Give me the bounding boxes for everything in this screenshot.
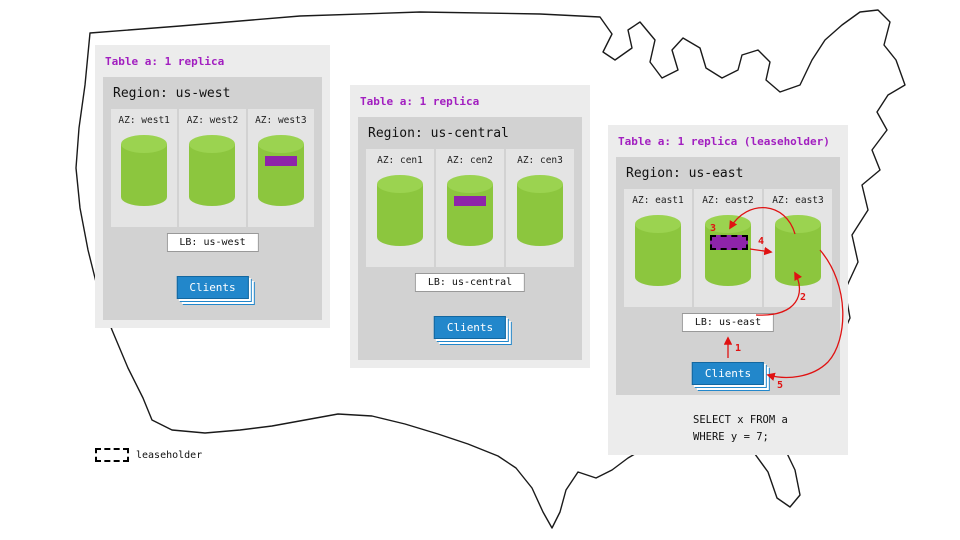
az-label: AZ: west3 (255, 115, 307, 126)
legend-label: leaseholder (136, 449, 203, 461)
az-row: AZ: cen1 AZ: cen2 (366, 149, 574, 267)
leaseholder-replica-marker (710, 235, 748, 250)
sql-line-2: WHERE y = 7; (693, 430, 769, 443)
region-box-us-central: Region: us-central AZ: cen1 AZ: cen2 (358, 117, 582, 360)
az-column-west3: AZ: west3 (247, 109, 314, 227)
az-column-west2: AZ: west2 (179, 109, 246, 227)
cylinder-graphic (447, 175, 493, 246)
az-column-east1: AZ: east1 (624, 189, 692, 307)
sql-line-1: SELECT x FROM a (693, 414, 788, 427)
region-panel-us-west: Table a: 1 replica Region: us-west AZ: w… (95, 45, 330, 328)
az-column-east3: AZ: east3 (764, 189, 832, 307)
leaseholder-swatch-icon (95, 448, 129, 462)
database-cylinder-icon (120, 134, 168, 208)
cylinder-graphic (517, 175, 563, 246)
az-column-west1: AZ: west1 (111, 109, 178, 227)
az-column-cen3: AZ: cen3 (506, 149, 574, 267)
cylinder-graphic (635, 215, 681, 286)
az-column-cen1: AZ: cen1 (366, 149, 434, 267)
database-cylinder-icon (446, 174, 494, 248)
database-cylinder-icon (774, 214, 822, 288)
database-cylinder-icon (516, 174, 564, 248)
cylinder-graphic (257, 135, 304, 206)
cylinder-graphic (189, 135, 236, 206)
replica-marker (264, 156, 297, 166)
region-title: Region: us-west (113, 86, 231, 101)
az-label: AZ: cen2 (447, 155, 493, 166)
clients-node-us-west: Clients (176, 276, 249, 299)
region-title: Region: us-east (626, 166, 744, 181)
database-cylinder-icon (257, 134, 305, 208)
region-title: Region: us-central (368, 126, 509, 141)
replica-marker (454, 196, 486, 206)
cylinder-graphic (705, 215, 751, 286)
az-row: AZ: west1 AZ: west2 (111, 109, 314, 227)
load-balancer-us-west: LB: us-west (166, 233, 259, 252)
az-label: AZ: cen1 (377, 155, 423, 166)
clients-node-us-east: Clients (691, 362, 765, 385)
database-cylinder-icon (188, 134, 236, 208)
cylinder-graphic (121, 135, 168, 206)
cylinder-graphic (775, 215, 821, 286)
region-panel-us-east: Table a: 1 replica (leaseholder) Region:… (608, 125, 848, 455)
az-label: AZ: east1 (632, 195, 684, 206)
az-column-cen2: AZ: cen2 (436, 149, 504, 267)
load-balancer-us-east: LB: us-east (681, 313, 775, 332)
cylinder-graphic (377, 175, 423, 246)
sql-query-text: SELECT x FROM a WHERE y = 7; (693, 412, 844, 445)
load-balancer-us-central: LB: us-central (414, 273, 526, 292)
region-box-us-east: Region: us-east AZ: east1 AZ: east2 (616, 157, 840, 395)
az-column-east2: AZ: east2 (694, 189, 762, 307)
region-box-us-west: Region: us-west AZ: west1 AZ: west2 (103, 77, 322, 320)
az-label: AZ: west2 (186, 115, 239, 126)
database-cylinder-icon (376, 174, 424, 248)
clients-node-us-central: Clients (433, 316, 507, 339)
az-label: AZ: cen3 (517, 155, 563, 166)
legend: leaseholder (95, 448, 202, 462)
az-row: AZ: east1 AZ: east2 (624, 189, 832, 307)
region-panel-us-central: Table a: 1 replica Region: us-central AZ… (350, 85, 590, 368)
table-replica-label: Table a: 1 replica (105, 55, 225, 68)
database-cylinder-icon (704, 214, 752, 288)
table-replica-label: Table a: 1 replica (360, 95, 480, 108)
database-cylinder-icon (634, 214, 682, 288)
table-replica-leaseholder-label: Table a: 1 replica (leaseholder) (618, 135, 830, 148)
az-label: AZ: east2 (702, 195, 754, 206)
az-label: AZ: west1 (118, 115, 170, 126)
az-label: AZ: east3 (772, 195, 824, 206)
